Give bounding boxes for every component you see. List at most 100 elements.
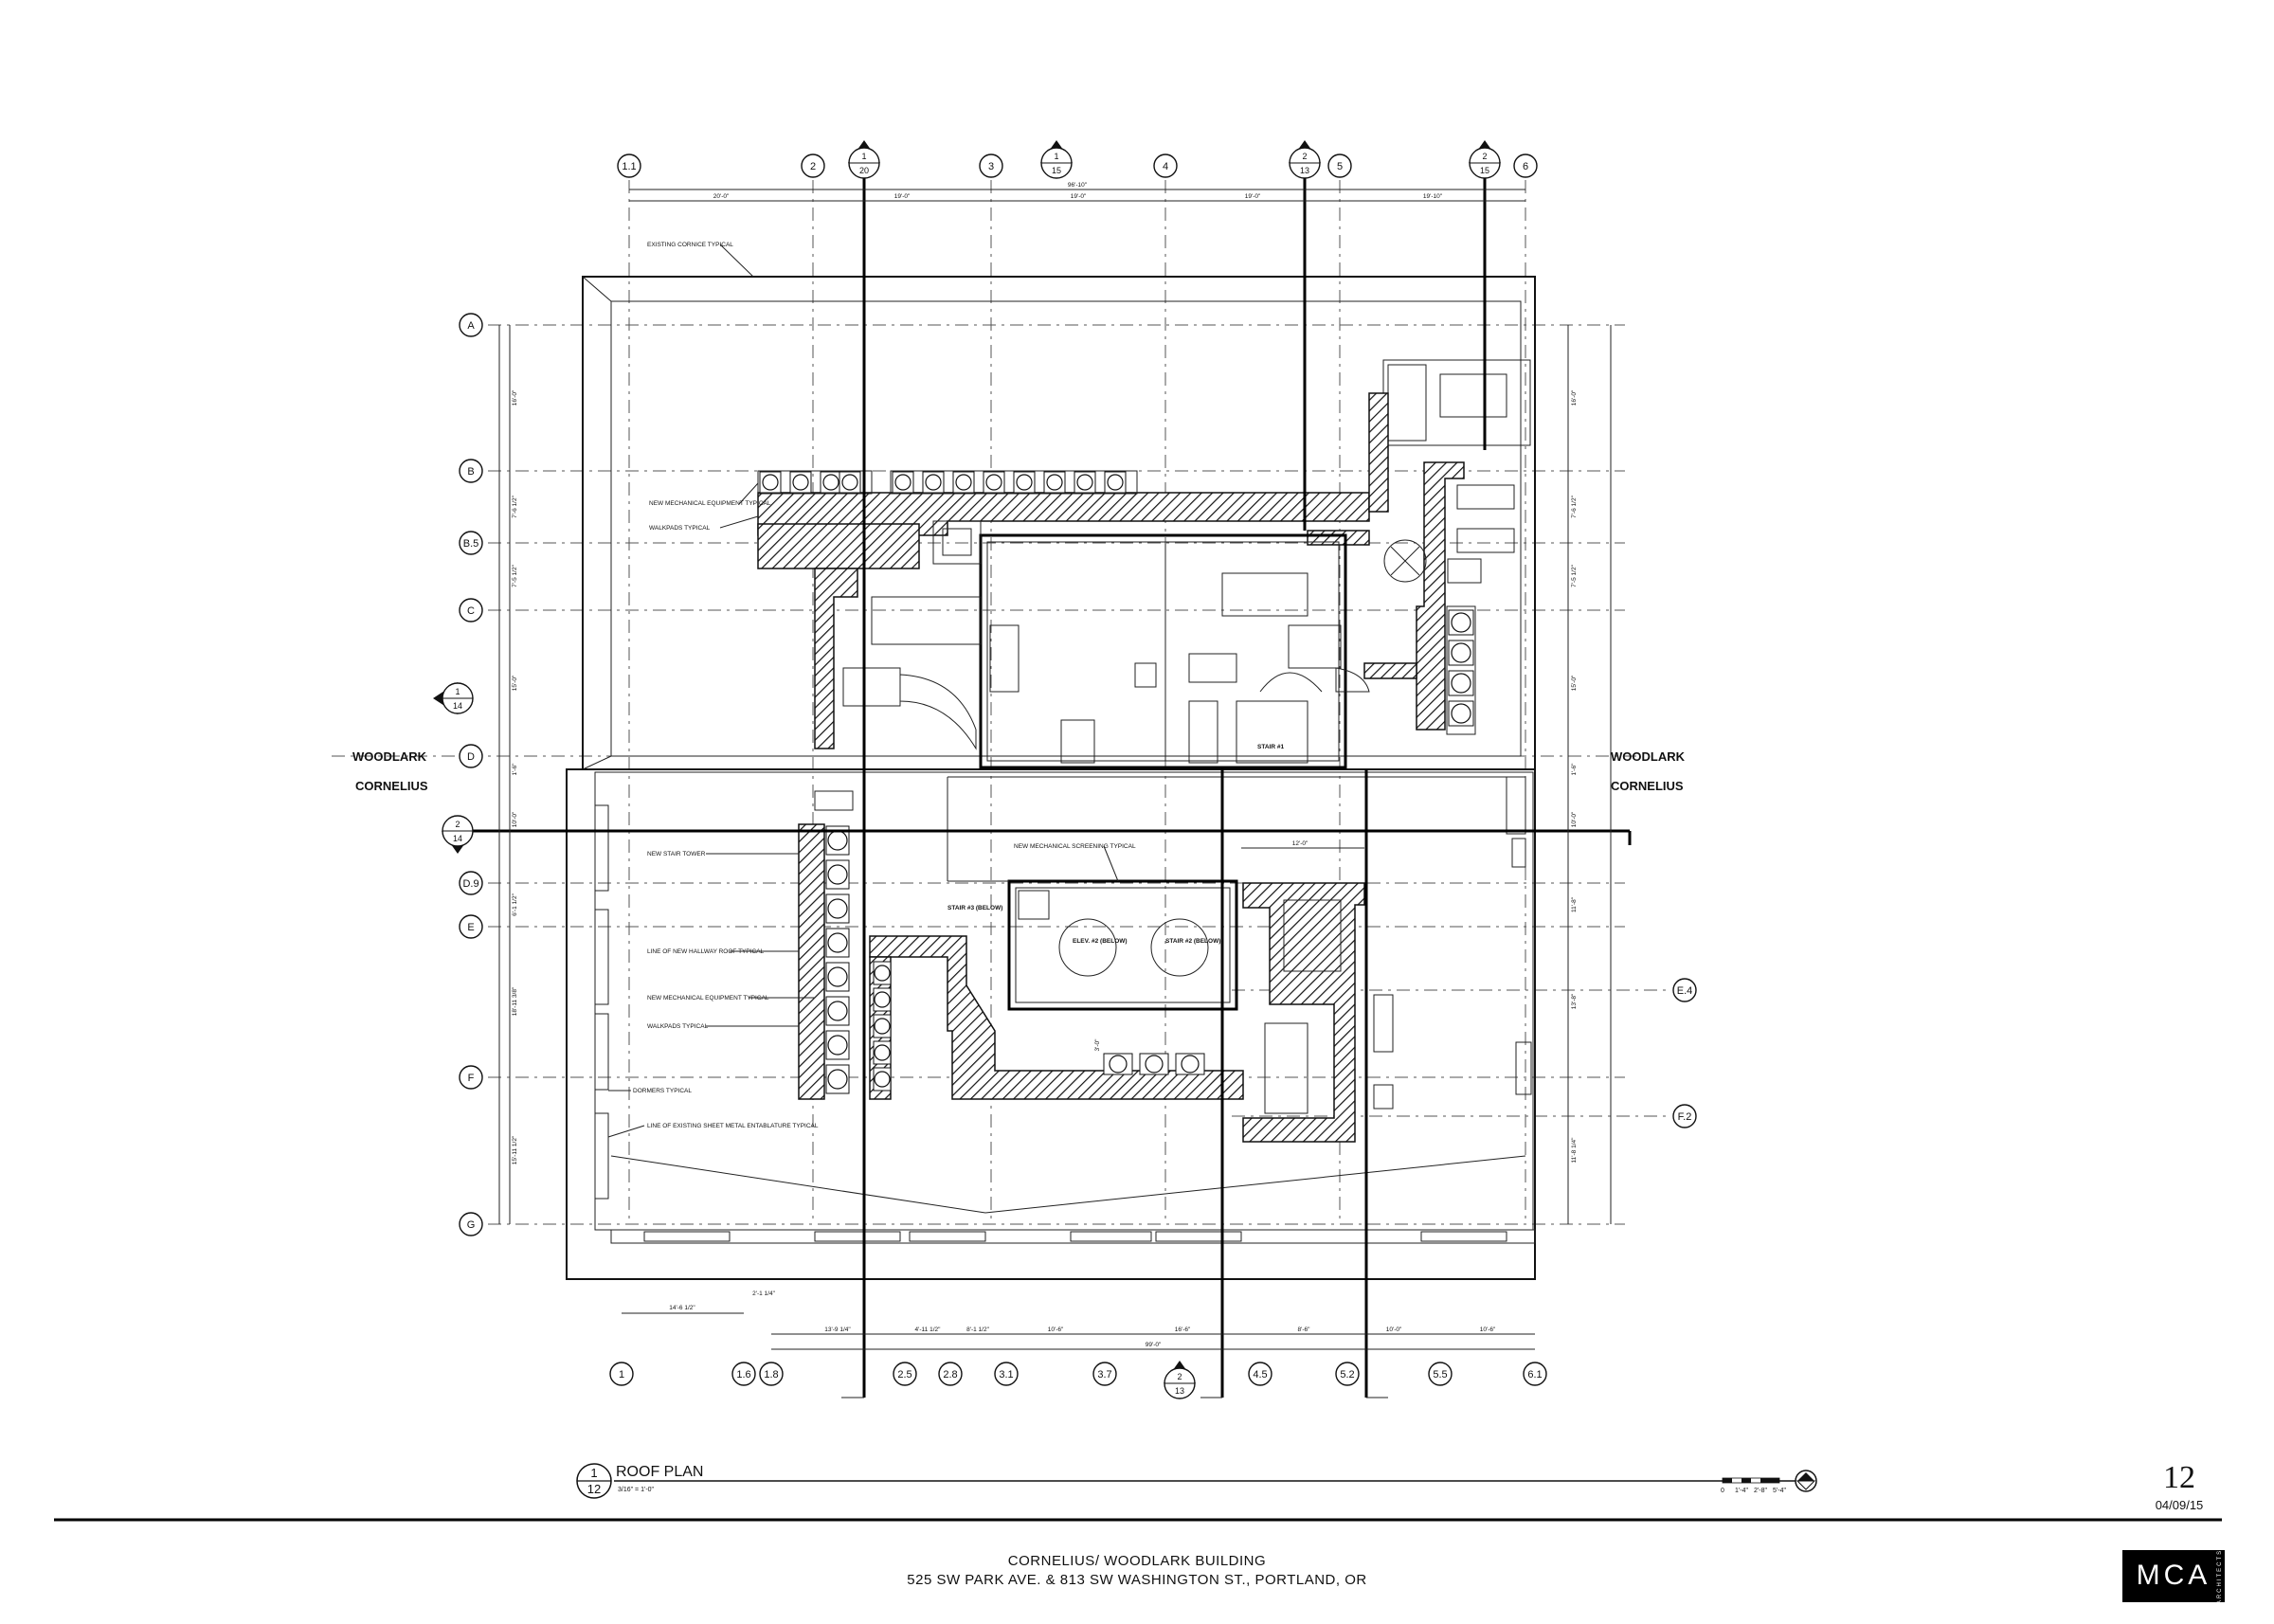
note-stair1: STAIR #1 (1257, 744, 1284, 750)
section-marker: 215 (1469, 140, 1501, 179)
north-arrow-icon (1795, 1470, 1817, 1492)
grid-bubble-left-label: E (467, 922, 474, 933)
woodlark-label-left: WOODLARK (352, 749, 427, 764)
section-number: 1 (1054, 152, 1058, 161)
plan-title-block: 1 12 ROOF PLAN 3/16" = 1'-0" (576, 1463, 1800, 1499)
grid-bubble-bottom: 5.5 (1428, 1362, 1453, 1386)
upper-mech-equipment (757, 470, 1138, 495)
grid-bubble-top: 5 (1327, 153, 1352, 178)
dimension-text: 12'-0" (1292, 840, 1308, 847)
annotation-notes: EXISTING CORNICE TYPICAL NEW MECHANICAL … (607, 242, 1284, 1138)
grid-bubble-top: 4 (1153, 153, 1178, 178)
note-stair2: STAIR #2 (BELOW) (1165, 938, 1220, 945)
grid-bubble-left-label: B (467, 466, 474, 478)
grid-bubble-bottom: 5.2 (1335, 1362, 1360, 1386)
dimension-text: 4'-11 1/2" (915, 1326, 942, 1333)
grid-bubble-right: F.2 (1672, 1104, 1697, 1128)
grid-bubble-left: D (459, 744, 483, 768)
grid-bubble-left: E (459, 914, 483, 939)
dimension-text: 15'-0" (512, 675, 518, 691)
grid-bubble-bottom-label: 6.1 (1527, 1369, 1542, 1380)
grid-bubbles-right: E.4F.2 (1672, 978, 1697, 1128)
sheet-date: 04/09/15 (2156, 1498, 2204, 1512)
grid-bubble-top-label: 3 (988, 161, 994, 172)
dimension-text: 2'-1 1/4" (752, 1290, 775, 1297)
grid-bubble-top-label: 2 (810, 161, 816, 172)
dimension-text: 20'-0" (713, 193, 730, 200)
upper-walkways (757, 392, 1465, 749)
grid-bubble-left: G (459, 1212, 483, 1236)
grid-bubble-bottom: 4.5 (1248, 1362, 1272, 1386)
dimension-text: 10'-0" (1386, 1326, 1402, 1333)
plan-sheet-ref: 12 (587, 1482, 601, 1496)
section-marker: 213 (1289, 140, 1321, 179)
section-marker: 114 (433, 682, 474, 714)
section-number: 2 (455, 820, 460, 829)
grid-bubble-bottom: 3.7 (1092, 1362, 1117, 1386)
cornelius-label-right: CORNELIUS (1611, 779, 1684, 793)
dimension-text: 13'-8" (1571, 993, 1578, 1009)
cornelius-roof (566, 768, 1536, 1280)
note-walkpads-lower: WALKPADS TYPICAL (647, 1023, 709, 1030)
grid-bubble-left-label: D (467, 751, 475, 763)
note-dormers: DORMERS TYPICAL (633, 1088, 692, 1094)
note-stair-tower: NEW STAIR TOWER (647, 851, 706, 857)
grid-bubble-left: B (459, 459, 483, 483)
dimension-text: 13'-9 1/4" (824, 1326, 851, 1333)
grid-bubble-left-label: D.9 (462, 878, 478, 890)
grid-bubble-bottom-label: 1.6 (736, 1369, 750, 1380)
grid-bubble-left-label: F (468, 1073, 475, 1084)
dimension-text: 11'-8 1/4" (1571, 1137, 1578, 1164)
grid-bubble-right-label: F.2 (1678, 1111, 1692, 1123)
note-hallway-roof: LINE OF NEW HALLWAY ROOF TYPICAL (647, 948, 765, 955)
project-name: CORNELIUS/ WOODLARK BUILDING (1008, 1553, 1266, 1569)
plan-title: ROOF PLAN (616, 1464, 703, 1480)
dimension-text: 10'-0" (512, 811, 518, 827)
grid-bubble-bottom: 2.5 (893, 1362, 917, 1386)
section-marker: 2 14 (442, 815, 474, 854)
note-entablature: LINE OF EXISTING SHEET METAL ENTABLATURE… (647, 1123, 819, 1129)
grid-bubble-bottom-label: 2.5 (897, 1369, 911, 1380)
grid-bubble-top-label: 1.1 (622, 161, 636, 172)
lower-walkways (798, 823, 1365, 1143)
scale-label: 5'-4" (1773, 1488, 1786, 1494)
woodlark-roof (582, 276, 1536, 770)
section-sheet: 14 (453, 834, 462, 843)
lower-core (814, 776, 1525, 1114)
grid-bubble-left-label: B.5 (463, 538, 479, 550)
cornelius-label-left: CORNELIUS (355, 779, 428, 793)
scale-label: 1'-4" (1735, 1488, 1748, 1494)
dimension-text: 19'-10" (1423, 193, 1443, 200)
dimension-text: 3'-0" (1094, 1038, 1101, 1052)
grid-bubble-left: C (459, 598, 483, 623)
grid-bubble-top: 3 (979, 153, 1003, 178)
woodlark-label-right: WOODLARK (1611, 749, 1686, 764)
lower-units (825, 825, 1205, 1094)
grid-bubble-top-label: 5 (1337, 161, 1343, 172)
grid-bubble-bottom-label: 2.8 (943, 1369, 957, 1380)
grid-bubble-bottom-label: 5.5 (1433, 1369, 1447, 1380)
dimension-lines (498, 189, 1612, 1350)
scale-label: 0 (1721, 1488, 1724, 1494)
grid-bubble-bottom: 6.1 (1523, 1362, 1547, 1386)
note-mech-upper: NEW MECHANICAL EQUIPMENT TYPICAL (649, 500, 771, 507)
grid-bubble-bottom-label: 4.5 (1253, 1369, 1267, 1380)
grid-bubble-top: 1.1 (617, 153, 641, 178)
grid-bubble-bottom-label: 1.8 (764, 1369, 778, 1380)
dimension-text: 19'-0" (894, 193, 911, 200)
grid-bubble-right: E.4 (1672, 978, 1697, 1002)
grid-bubble-top: 6 (1513, 153, 1538, 178)
section-number: 2 (1482, 152, 1487, 161)
dimension-text: 19'-0" (1245, 193, 1261, 200)
dimension-text: 1'-6" (1571, 763, 1578, 776)
note-mech-lower: NEW MECHANICAL EQUIPMENT TYPICAL (647, 995, 769, 1001)
grid-bubbles-top: 1.1 2 3 4 5 6 (617, 153, 1538, 178)
grid-bubble-bottom: 3.1 (994, 1362, 1019, 1386)
grid-bubble-right-label: E.4 (1677, 985, 1693, 997)
note-screening: NEW MECHANICAL SCREENING TYPICAL (1014, 843, 1136, 850)
grid-bubble-bottom-label: 3.7 (1097, 1369, 1111, 1380)
grid-bubble-bottom-label: 5.2 (1340, 1369, 1354, 1380)
project-address: 525 SW PARK AVE. & 813 SW WASHINGTON ST.… (907, 1572, 1366, 1588)
